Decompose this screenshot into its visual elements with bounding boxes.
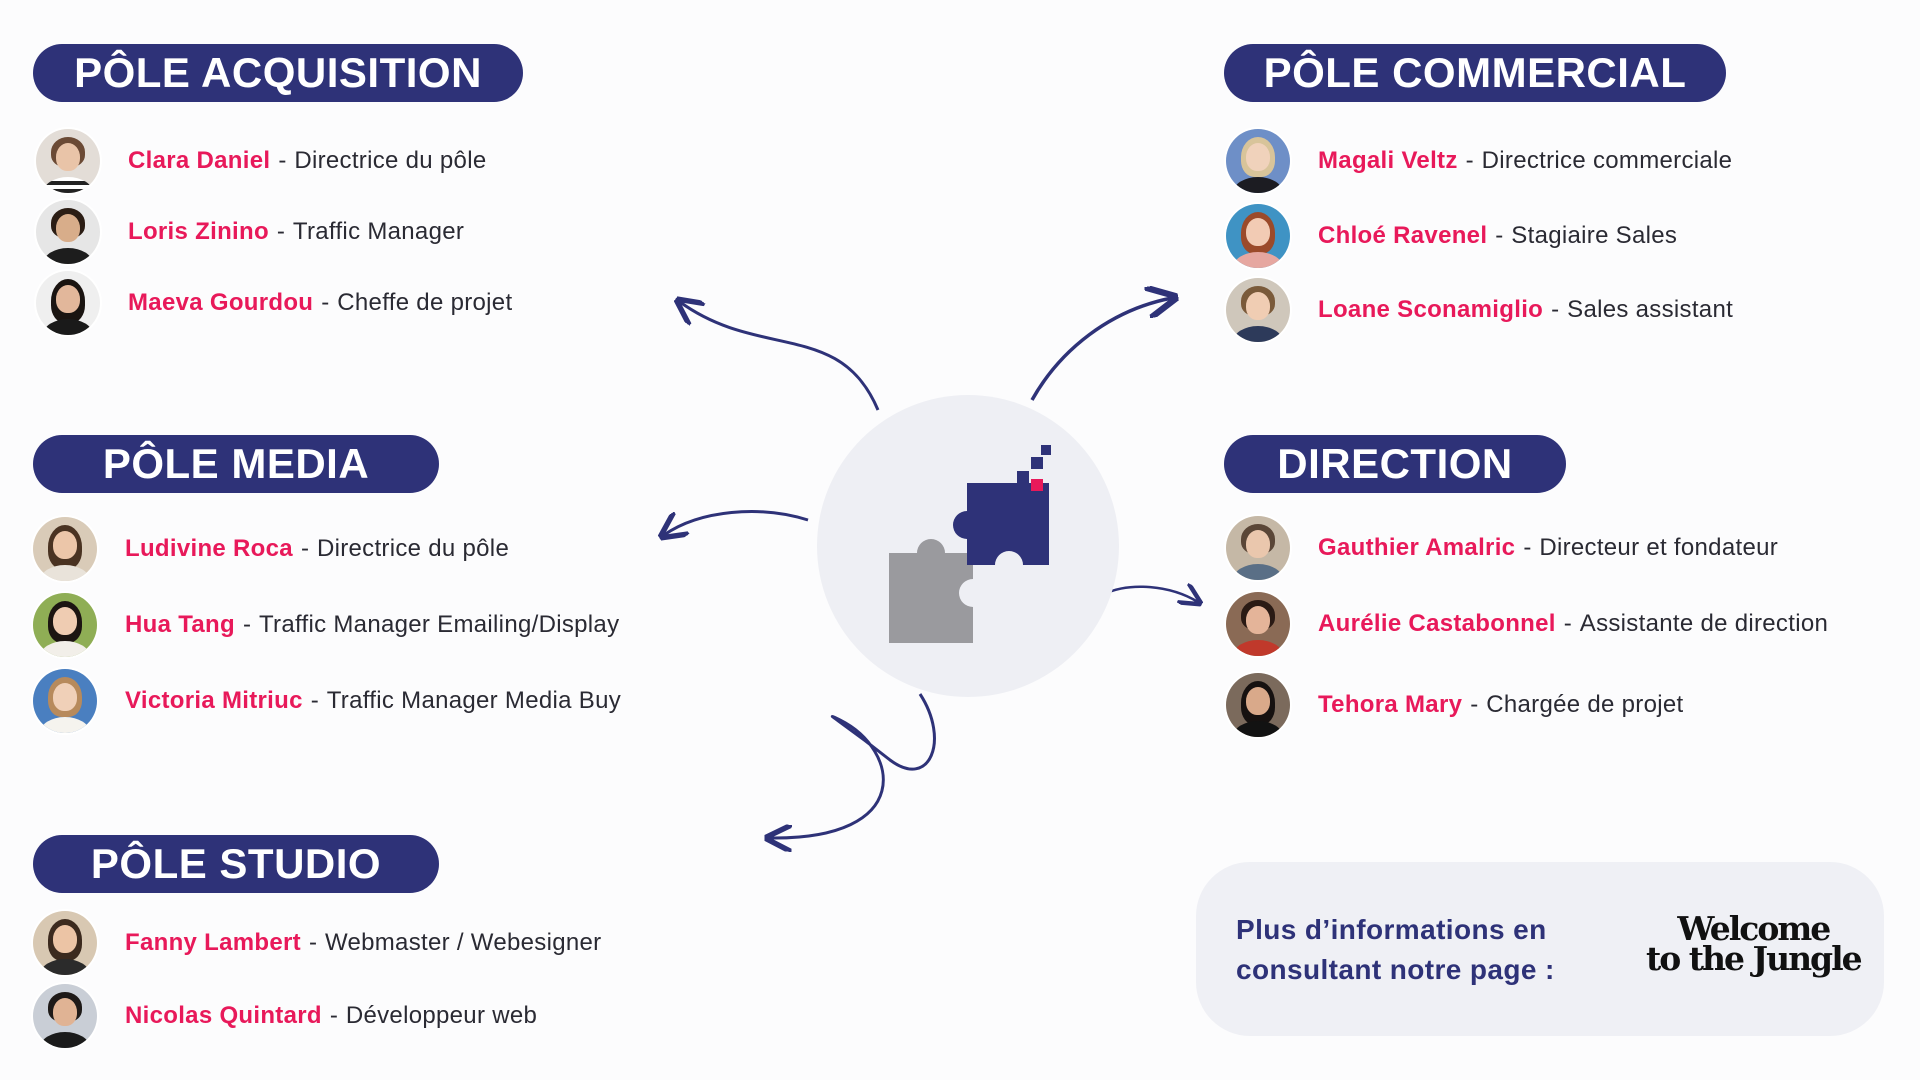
avatar bbox=[1226, 516, 1290, 580]
avatar bbox=[36, 129, 100, 193]
member-fanny-lambert: Fanny Lambert - Webmaster / Webesigner bbox=[33, 910, 601, 976]
logo-line-1: Welcome bbox=[1677, 909, 1831, 948]
member-name: Tehora Mary bbox=[1318, 691, 1463, 718]
member-role: Développeur web bbox=[345, 1002, 538, 1029]
member-aurelie-castabonnel: Aurélie Castabonnel - Assistante de dire… bbox=[1226, 591, 1828, 657]
separator: - bbox=[1523, 534, 1532, 561]
member-name: Loane Sconamiglio bbox=[1318, 296, 1544, 323]
member-name: Aurélie Castabonnel bbox=[1318, 610, 1556, 637]
avatar bbox=[33, 984, 97, 1048]
member-name: Hua Tang bbox=[125, 611, 235, 638]
arrow-to-direction bbox=[1103, 587, 1198, 602]
group-title-media: PÔLE MEDIA bbox=[33, 435, 439, 493]
arrow-to-acquisition bbox=[680, 302, 880, 411]
member-name: Fanny Lambert bbox=[125, 929, 301, 956]
puzzle-icon bbox=[889, 445, 1051, 643]
member-role: Directrice commerciale bbox=[1481, 147, 1733, 174]
member-name: Nicolas Quintard bbox=[125, 1002, 322, 1029]
member-name: Clara Daniel bbox=[128, 147, 271, 174]
avatar bbox=[36, 200, 100, 264]
member-role: Chargée de projet bbox=[1486, 691, 1684, 718]
welcome-to-the-jungle-logo[interactable]: Welcome to the Jungle bbox=[1646, 909, 1863, 978]
member-tehora-mary: Tehora Mary - Chargée de projet bbox=[1226, 672, 1683, 738]
member-role: Cheffe de projet bbox=[337, 289, 513, 316]
member-hua-tang: Hua Tang - Traffic Manager Emailing/Disp… bbox=[33, 592, 619, 658]
member-name: Victoria Mitriuc bbox=[125, 687, 303, 714]
member-name: Loris Zinino bbox=[128, 218, 269, 245]
avatar bbox=[33, 593, 97, 657]
separator: - bbox=[1470, 691, 1479, 718]
member-loane-sconamiglio: Loane Sconamiglio - Sales assistant bbox=[1226, 277, 1733, 343]
info-line-1: Plus d’informations en bbox=[1236, 914, 1547, 945]
separator: - bbox=[310, 687, 319, 714]
member-name: Magali Veltz bbox=[1318, 147, 1458, 174]
group-title-commercial: PÔLE COMMERCIAL bbox=[1224, 44, 1726, 102]
avatar bbox=[33, 669, 97, 733]
member-maeva-gourdou: Maeva Gourdou - Cheffe de projet bbox=[36, 270, 512, 336]
member-role: Assistante de direction bbox=[1579, 610, 1829, 637]
logo-line-2: to the Jungle bbox=[1646, 939, 1863, 978]
member-name: Chloé Ravenel bbox=[1318, 222, 1488, 249]
arrow-to-commercial bbox=[1030, 298, 1172, 401]
member-role: Directeur et fondateur bbox=[1539, 534, 1779, 561]
member-nicolas-quintard: Nicolas Quintard - Développeur web bbox=[33, 983, 537, 1049]
member-role: Traffic Manager Emailing/Display bbox=[258, 611, 620, 638]
member-gauthier-amalric: Gauthier Amalric - Directeur et fondateu… bbox=[1226, 515, 1778, 581]
member-name: Gauthier Amalric bbox=[1318, 534, 1516, 561]
member-role: Traffic Manager Media Buy bbox=[326, 687, 622, 714]
group-title-studio: PÔLE STUDIO bbox=[33, 835, 439, 893]
info-box: Plus d’informations en consultant notre … bbox=[1196, 862, 1884, 1036]
member-role: Stagiaire Sales bbox=[1511, 222, 1678, 249]
separator: - bbox=[1551, 296, 1560, 323]
member-role: Directrice du pôle bbox=[294, 147, 487, 174]
avatar bbox=[1226, 204, 1290, 268]
avatar bbox=[33, 911, 97, 975]
group-title-direction: DIRECTION bbox=[1224, 435, 1566, 493]
member-role: Directrice du pôle bbox=[316, 535, 510, 562]
separator: - bbox=[321, 289, 330, 316]
avatar bbox=[1226, 129, 1290, 193]
separator: - bbox=[242, 611, 251, 638]
arrow-to-studio bbox=[770, 693, 936, 838]
member-role: Webmaster / Webesigner bbox=[324, 929, 602, 956]
avatar bbox=[1226, 278, 1290, 342]
member-chloe-ravenel: Chloé Ravenel - Stagiaire Sales bbox=[1226, 203, 1677, 269]
member-role: Sales assistant bbox=[1567, 296, 1734, 323]
separator: - bbox=[1495, 222, 1504, 249]
separator: - bbox=[1465, 147, 1474, 174]
member-clara-daniel: Clara Daniel - Directrice du pôle bbox=[36, 128, 486, 194]
separator: - bbox=[276, 218, 285, 245]
separator: - bbox=[308, 929, 317, 956]
member-loris-zinino: Loris Zinino - Traffic Manager bbox=[36, 199, 464, 265]
avatar bbox=[33, 517, 97, 581]
separator: - bbox=[300, 535, 309, 562]
member-victoria-mitriuc: Victoria Mitriuc - Traffic Manager Media… bbox=[33, 668, 621, 734]
avatar bbox=[1226, 673, 1290, 737]
group-title-acquisition: PÔLE ACQUISITION bbox=[33, 44, 523, 102]
avatar bbox=[1226, 592, 1290, 656]
separator: - bbox=[1563, 610, 1572, 637]
avatar bbox=[36, 271, 100, 335]
member-magali-veltz: Magali Veltz - Directrice commerciale bbox=[1226, 128, 1732, 194]
arrow-to-media bbox=[664, 510, 809, 535]
separator: - bbox=[329, 1002, 338, 1029]
member-name: Ludivine Roca bbox=[125, 535, 293, 562]
info-text: Plus d’informations en consultant notre … bbox=[1236, 910, 1555, 990]
separator: - bbox=[278, 147, 287, 174]
member-ludivine-roca: Ludivine Roca - Directrice du pôle bbox=[33, 516, 509, 582]
member-name: Maeva Gourdou bbox=[128, 289, 314, 316]
info-line-2: consultant notre page : bbox=[1236, 954, 1555, 985]
center-circle bbox=[817, 395, 1119, 697]
member-role: Traffic Manager bbox=[292, 218, 465, 245]
